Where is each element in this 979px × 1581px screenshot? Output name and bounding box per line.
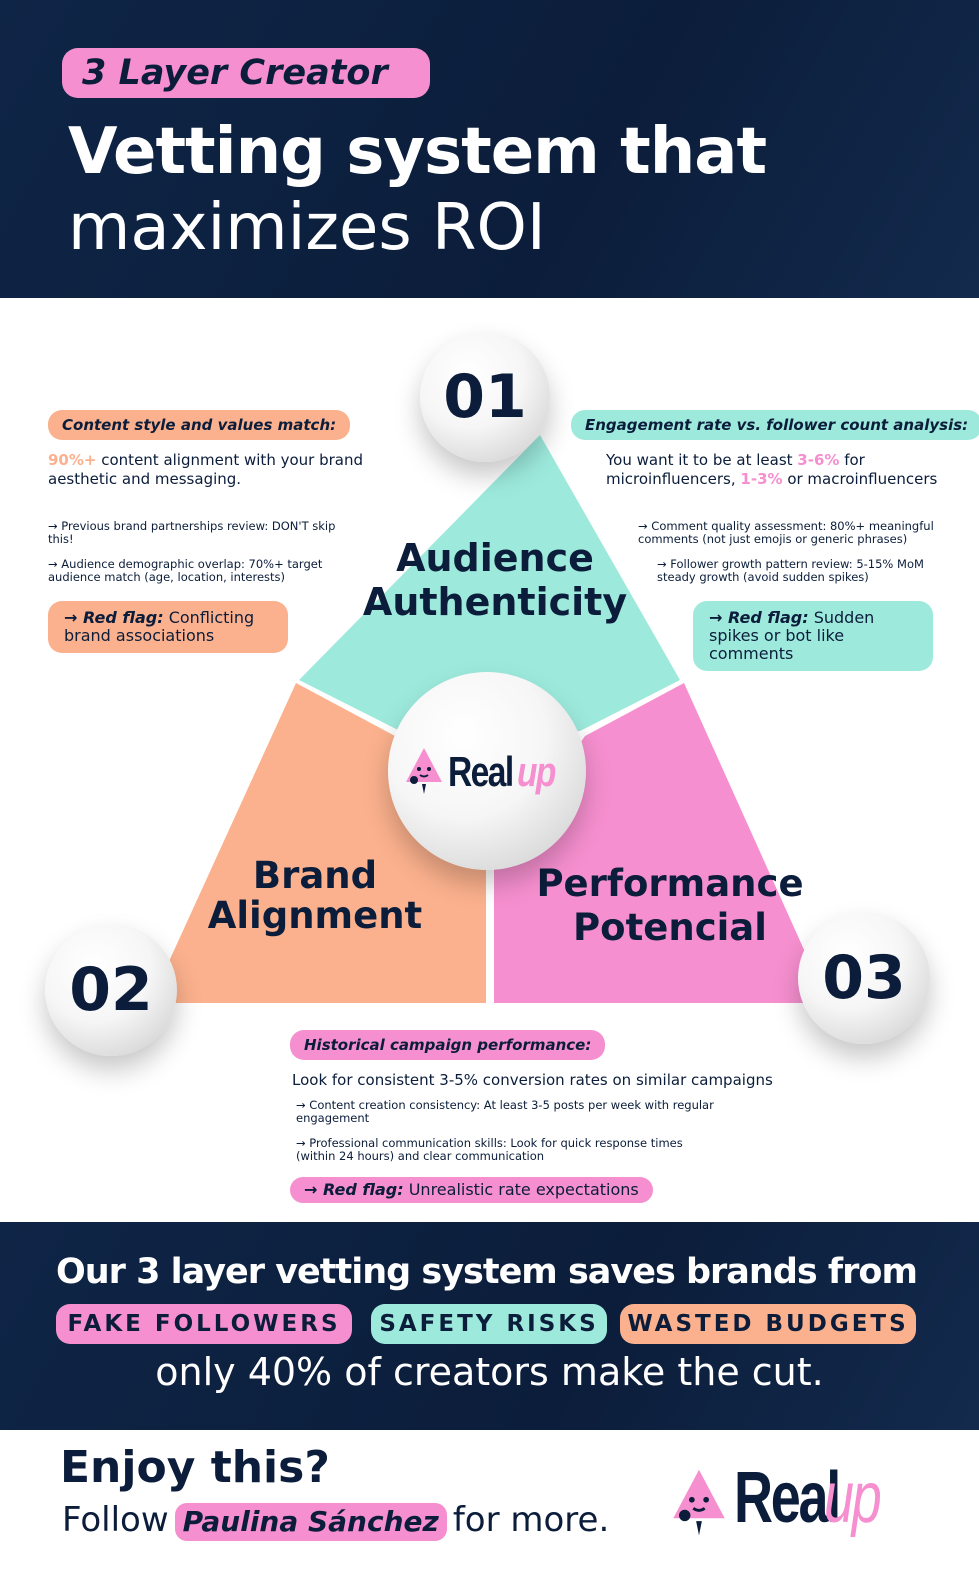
brand-alignment-label: Brand Alignment [185, 856, 445, 936]
audience-label-line2: Authenticity [362, 580, 628, 624]
red-flag-label: → Red flag: [304, 1180, 404, 1199]
red-flag-text: Conflicting brand associations [64, 608, 255, 645]
engagement-text-3: or macroinfluencers [782, 470, 938, 488]
layer-03-number: 03 [822, 943, 906, 1013]
content-style-text: 90%+ content alignment with your brand a… [48, 451, 378, 489]
performance-potencial-label: Performance Potencial [520, 862, 820, 950]
enjoy-heading: Enjoy this? [60, 1442, 330, 1493]
page-title-line1: Vetting system that [68, 115, 767, 189]
brand-label-line1: Brand [252, 854, 378, 897]
follow-suffix: for more. [452, 1500, 610, 1540]
content-style-main: content alignment with your brand aesthe… [48, 451, 363, 488]
layer-02-number: 02 [69, 955, 153, 1025]
historical-bullet-1: → Content creation consistency: At least… [296, 1098, 714, 1125]
content-style-red-flag: → Red flag: Conflicting brand associatio… [48, 601, 288, 653]
audience-label-line1: Audience [396, 536, 594, 580]
layer-03-badge: 03 [798, 912, 930, 1044]
center-logo-text-dark: Real [448, 748, 514, 795]
performance-label-line1: Performance [536, 862, 804, 905]
content-style-heading: Content style and values match: [48, 410, 351, 440]
footer-logo: Real up [666, 1458, 926, 1548]
engagement-text-2: for microinfluencers, [606, 451, 865, 488]
footer-logo-text-pink: up [824, 1458, 882, 1538]
rocket-mascot-icon [673, 1469, 725, 1536]
summary-subtitle: only 40% of creators make the cut. [155, 1350, 824, 1394]
engagement-highlight-2: 1-3% [740, 470, 783, 488]
summary-title: Our 3 layer vetting system saves brands … [56, 1252, 918, 1292]
content-style-bullet-1: → Previous brand partnerships review: DO… [48, 519, 336, 546]
red-flag-text: Sudden spikes or bot like comments [709, 608, 875, 663]
layer-02-badge: 02 [45, 924, 177, 1056]
engagement-bullet-2: → Follower growth pattern review: 5-15% … [657, 557, 924, 584]
engagement-text: You want it to be at least 3-6% for micr… [606, 451, 941, 489]
engagement-highlight-1: 3-6% [797, 451, 840, 469]
footer-logo-text-dark: Real [734, 1458, 841, 1538]
historical-main-text: Look for consistent 3-5% conversion rate… [292, 1071, 773, 1089]
content-style-highlight: 90%+ [48, 451, 97, 469]
header-tag: 3 Layer Creator [62, 48, 430, 98]
red-flag-label: → Red flag: [64, 608, 164, 627]
layer-01-number: 01 [443, 362, 527, 432]
wasted-budgets-tag: WASTED BUDGETS [620, 1304, 916, 1344]
engagement-red-flag: → Red flag: Sudden spikes or bot like co… [693, 601, 933, 671]
audience-authenticity-segment [299, 435, 680, 731]
page-title-line2: maximizes ROI [68, 191, 546, 265]
layer-01-badge: 01 [420, 332, 550, 462]
historical-heading: Historical campaign performance: [290, 1030, 606, 1060]
historical-bullet-2: → Professional communication skills: Loo… [296, 1136, 683, 1163]
red-flag-text: Unrealistic rate expectations [403, 1180, 639, 1199]
performance-label-line2: Potencial [573, 906, 767, 949]
engagement-bullet-1: → Comment quality assessment: 80%+ meani… [638, 519, 934, 546]
engagement-heading: Engagement rate vs. follower count analy… [571, 410, 979, 440]
content-style-bullet-2: → Audience demographic overlap: 70%+ tar… [48, 557, 323, 584]
center-logo: Real up [402, 744, 572, 800]
center-logo-orb: Real up [388, 672, 586, 870]
fake-followers-tag: FAKE FOLLOWERS [56, 1304, 352, 1344]
safety-risks-tag: SAFETY RISKS [371, 1304, 607, 1344]
audience-authenticity-label: Audience Authenticity [340, 536, 650, 624]
follow-prefix: Follow [62, 1500, 169, 1540]
rocket-mascot-icon [406, 748, 442, 794]
engagement-text-1: You want it to be at least [606, 451, 798, 469]
center-logo-text-pink: up [517, 748, 556, 795]
brand-label-line2: Alignment [207, 894, 423, 937]
historical-red-flag: → Red flag: Unrealistic rate expectation… [290, 1177, 653, 1203]
red-flag-label: → Red flag: [709, 608, 809, 627]
author-name-link[interactable]: Paulina Sánchez [174, 1502, 447, 1541]
